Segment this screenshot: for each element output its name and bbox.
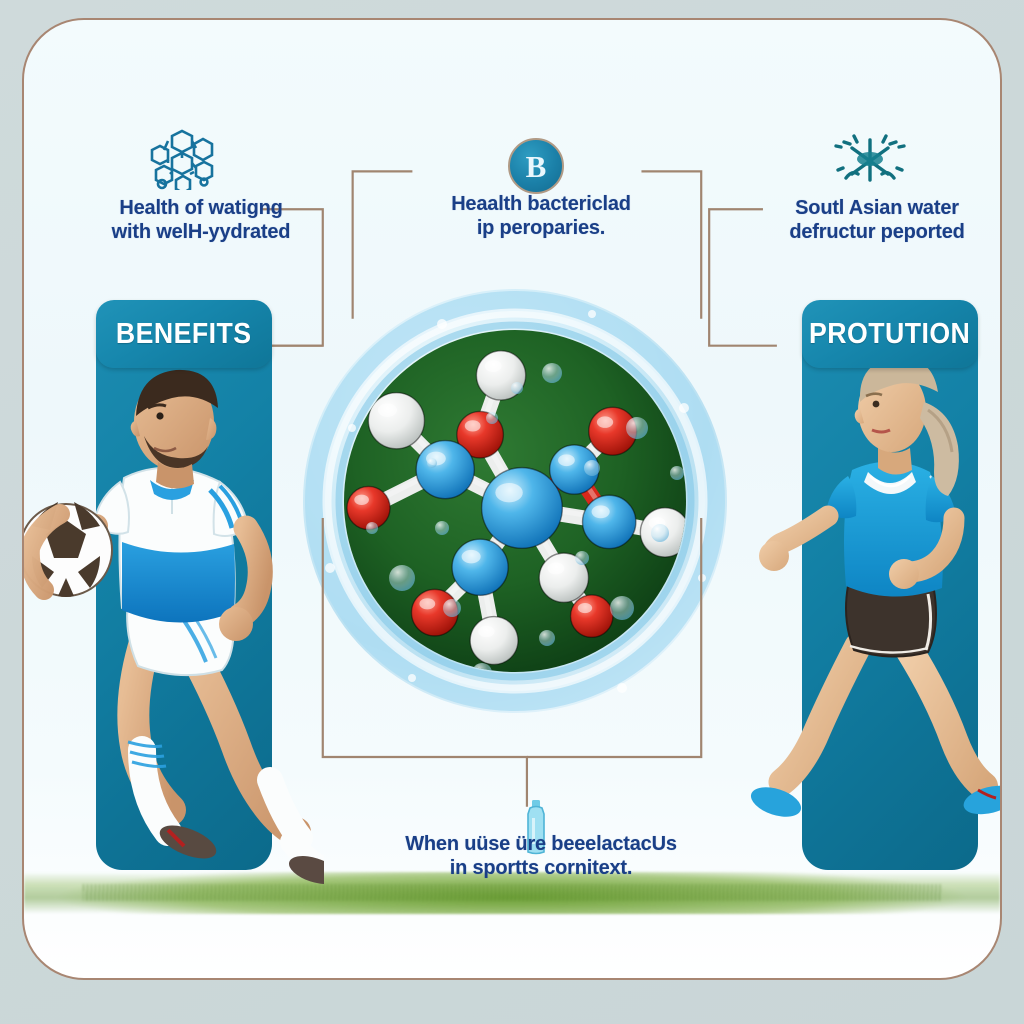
water-bubble xyxy=(610,596,634,620)
molecule-atom-carbon xyxy=(415,439,476,500)
female-runner-illustration xyxy=(750,357,1000,817)
water-bubble xyxy=(575,551,589,565)
badge-letter: B xyxy=(525,148,547,184)
water-bottle-icon xyxy=(518,798,554,861)
callout-center-text: Heaalth bactericlad ip peroparies. xyxy=(451,193,631,240)
letter-b-badge-icon: B xyxy=(508,138,564,194)
banner-protection-label: PROTUTION xyxy=(809,317,971,350)
banner-benefits-label: BENEFITS xyxy=(116,317,252,350)
water-bubble xyxy=(366,522,378,534)
water-bubble xyxy=(539,630,555,646)
callout-right: Soutl Asian water defructur peported xyxy=(766,196,988,245)
banner-protection[interactable]: PROTUTION xyxy=(802,300,978,368)
callout-right-text: Soutl Asian water defructur peported xyxy=(789,197,965,244)
molecule-atom-carbon xyxy=(480,466,564,550)
water-bubble xyxy=(651,524,669,542)
callout-bottom-text: When uüse üre beeelactacUs in sportts co… xyxy=(405,833,677,880)
molecule-atom-carbon xyxy=(451,538,509,597)
water-bubble xyxy=(435,521,449,535)
water-bubble xyxy=(584,460,600,476)
water-bubble xyxy=(389,565,415,591)
water-bubble xyxy=(443,599,461,617)
callout-left-text: Health of watigng with welH-yydrated xyxy=(111,197,291,244)
molecule-atom-carbon xyxy=(581,494,637,550)
water-bubble xyxy=(626,417,648,439)
infographic-card: BENEFITS PROTUTION xyxy=(22,18,1002,980)
water-splash-star-icon xyxy=(830,132,910,195)
callout-bottom: When uüse üre beeelactacUs in sportts co… xyxy=(396,832,686,881)
water-bubble xyxy=(542,363,562,383)
water-bubble xyxy=(486,412,498,424)
callout-left: Health of watigng with welH-yydrated xyxy=(96,196,306,245)
molecule-atom-hydrogen xyxy=(367,392,426,450)
molecule-atom-hydrogen xyxy=(469,615,519,666)
grass-strip xyxy=(24,872,1000,914)
water-bubble xyxy=(427,458,437,468)
water-droplet-molecule-diagram xyxy=(303,289,727,713)
callout-center: Heaalth bactericlad ip peroparies. xyxy=(416,192,666,241)
molecule-atom-oxygen xyxy=(346,485,391,531)
soccer-player-illustration xyxy=(24,369,324,884)
banner-benefits[interactable]: BENEFITS xyxy=(96,300,272,368)
water-bubble xyxy=(670,466,684,480)
water-bubble xyxy=(511,382,523,394)
molecule-atom-oxygen xyxy=(569,594,614,639)
molecular-lattice-icon xyxy=(142,128,226,195)
